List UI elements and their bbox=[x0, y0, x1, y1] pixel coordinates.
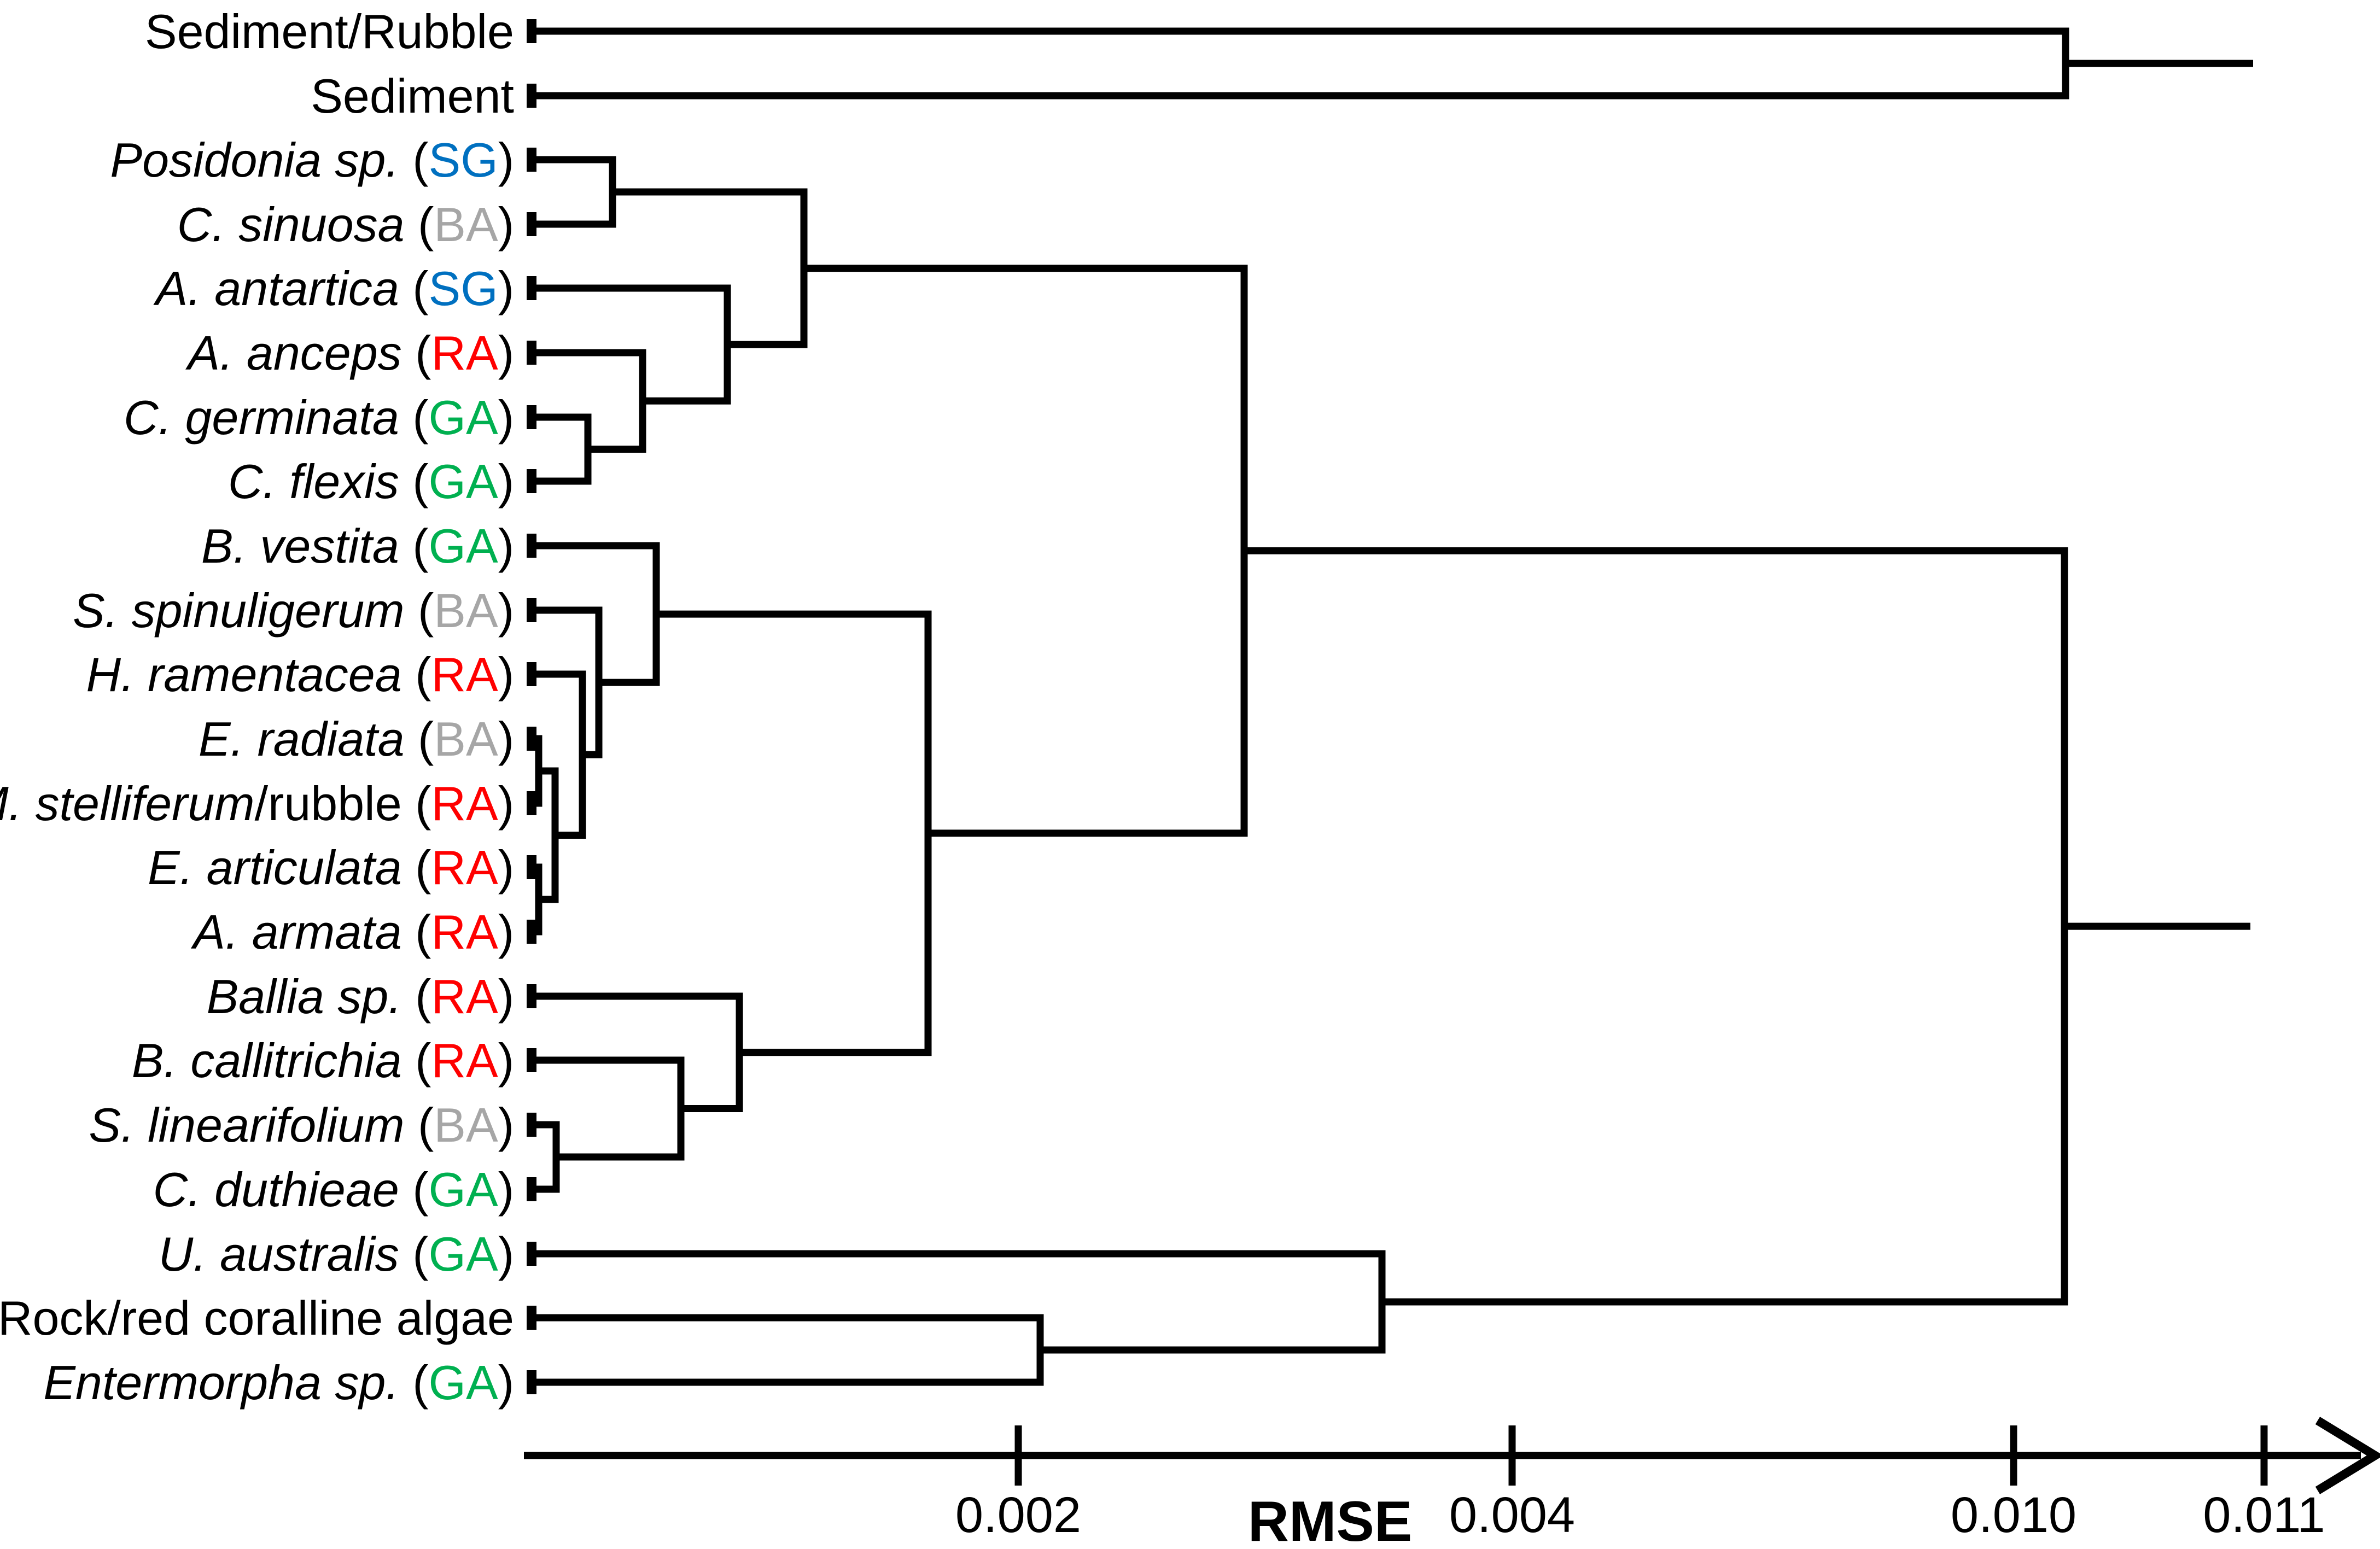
leaf-label: Posidonia sp. (SG) bbox=[110, 133, 514, 187]
leaf-ticks bbox=[527, 19, 536, 1394]
leaf-label: M. stelliferum/rubble (RA) bbox=[0, 776, 514, 831]
leaf-label: S. spinuligerum (BA) bbox=[73, 583, 514, 638]
leaf-tick bbox=[527, 148, 536, 172]
leaf-label: A. anceps (RA) bbox=[185, 326, 514, 380]
axis-title: RMSE bbox=[1248, 1490, 1412, 1549]
axis-tick-label: 0.004 bbox=[1449, 1487, 1575, 1543]
rmse-axis: 0.002 0.004 0.010 0.011 RMSE bbox=[524, 1417, 2380, 1549]
leaf-tick bbox=[527, 212, 536, 236]
leaf-tick bbox=[527, 1370, 536, 1394]
leaf-tick bbox=[527, 598, 536, 622]
leaf-tick bbox=[527, 1306, 536, 1330]
leaf-label: A. antartica (SG) bbox=[153, 261, 514, 315]
leaf-tick bbox=[527, 855, 536, 879]
leaf-tick bbox=[527, 276, 536, 300]
leaf-tick bbox=[527, 341, 536, 365]
leaf-label: Rock/red coralline algae bbox=[0, 1291, 514, 1345]
leaf-label: E. radiata (BA) bbox=[199, 712, 514, 766]
leaf-label: A. armata (RA) bbox=[190, 905, 514, 959]
leaf-label: Ballia sp. (RA) bbox=[207, 969, 514, 1024]
leaf-tick bbox=[527, 84, 536, 108]
axis-tick-label: 0.011 bbox=[2203, 1487, 2325, 1543]
tree-edges bbox=[532, 27, 2253, 1386]
leaf-label: H. ramentacea (RA) bbox=[86, 647, 514, 702]
leaf-tick bbox=[527, 469, 536, 493]
leaf-tick bbox=[527, 727, 536, 751]
leaf-tick bbox=[527, 405, 536, 429]
axis-line-group bbox=[524, 1417, 2380, 1494]
axis-tick-labels: 0.002 0.004 0.010 0.011 bbox=[955, 1487, 2325, 1543]
leaf-label: B. vestita (GA) bbox=[201, 519, 514, 573]
leaf-tick bbox=[527, 920, 536, 944]
leaf-label: S. linearifolium (BA) bbox=[89, 1098, 514, 1152]
leaf-label: Entermorpha sp. (GA) bbox=[43, 1355, 514, 1410]
leaf-label: Sediment bbox=[311, 69, 514, 123]
leaf-tick bbox=[527, 791, 536, 815]
leaf-label: C. sinuosa (BA) bbox=[177, 197, 514, 252]
leaf-tick bbox=[527, 662, 536, 686]
leaf-label: C. germinata (GA) bbox=[124, 390, 514, 445]
leaf-tick bbox=[527, 19, 536, 43]
leaf-label: C. flexis (GA) bbox=[228, 454, 514, 508]
leaf-label: Sediment/Rubble bbox=[145, 4, 514, 59]
axis-arrow-icon bbox=[2315, 1417, 2380, 1494]
leaf-label: C. duthieae (GA) bbox=[153, 1162, 514, 1217]
leaf-tick bbox=[527, 1242, 536, 1266]
leaf-tick bbox=[527, 984, 536, 1008]
axis-tick-label: 0.002 bbox=[955, 1487, 1081, 1543]
leaf-label: U. australis (GA) bbox=[159, 1227, 514, 1281]
leaf-label: E. articulata (RA) bbox=[148, 840, 514, 895]
leaf-tick bbox=[527, 1113, 536, 1137]
leaf-label: B. callitrichia (RA) bbox=[132, 1033, 514, 1088]
leaf-tick bbox=[527, 1048, 536, 1072]
axis-tick-label: 0.010 bbox=[1951, 1487, 2076, 1543]
leaf-tick bbox=[527, 534, 536, 558]
leaf-tick bbox=[527, 1177, 536, 1201]
